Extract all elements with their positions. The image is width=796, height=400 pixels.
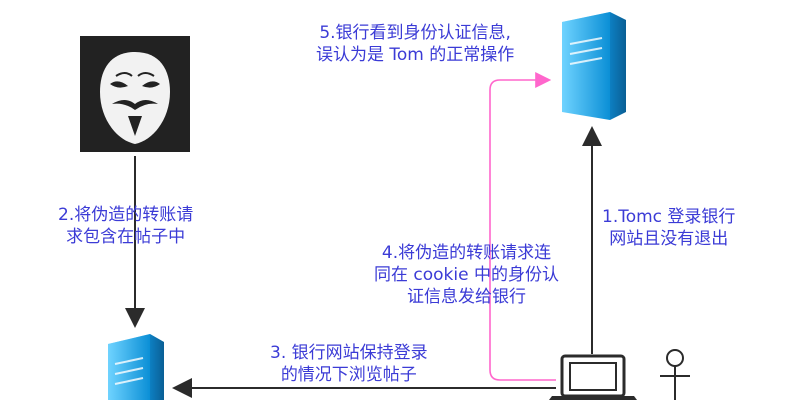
- label-step2-line2: 求包含在帖子中: [66, 227, 186, 247]
- server-icon: [562, 12, 626, 120]
- server-icon: [108, 334, 164, 400]
- stick-figure-icon: [660, 349, 690, 400]
- label-step5-line1: 5.银行看到身份认证信息,: [319, 23, 511, 43]
- label-step4-line1: 4.将伪造的转账请求连: [381, 243, 552, 263]
- user-node: [660, 349, 690, 400]
- arrow-step4: [489, 72, 556, 381]
- label-step3: 3. 银行网站保持登录 的情况下浏览帖子: [270, 342, 428, 386]
- hacker-node: [80, 36, 190, 152]
- bank-server-node: [562, 12, 626, 120]
- label-step4-line3: 证信息发给银行: [406, 287, 526, 307]
- anonymous-mask-icon: [100, 52, 170, 144]
- label-step3-line1: 3. 银行网站保持登录: [270, 343, 428, 363]
- laptop-node: [549, 354, 637, 400]
- label-step1-line1: 1.Tomc 登录银行: [602, 207, 736, 227]
- label-step4-line2: 同在 cookie 中的身份认: [374, 265, 559, 285]
- label-step1-line2: 网站且没有退出: [609, 229, 729, 249]
- label-step1: 1.Tomc 登录银行 网站且没有退出: [602, 206, 735, 250]
- label-step2: 2.将伪造的转账请 求包含在帖子中: [58, 204, 193, 248]
- laptop-icon: [549, 354, 637, 400]
- forum-server-node: [108, 334, 164, 400]
- label-step3-line2: 的情况下浏览帖子: [280, 365, 417, 385]
- label-step2-line1: 2.将伪造的转账请: [58, 205, 194, 225]
- label-step5: 5.银行看到身份认证信息, 误认为是 Tom 的正常操作: [316, 22, 514, 66]
- label-step5-line2: 误认为是 Tom 的正常操作: [316, 45, 515, 65]
- label-step4: 4.将伪造的转账请求连 同在 cookie 中的身份认 证信息发给银行: [374, 242, 559, 308]
